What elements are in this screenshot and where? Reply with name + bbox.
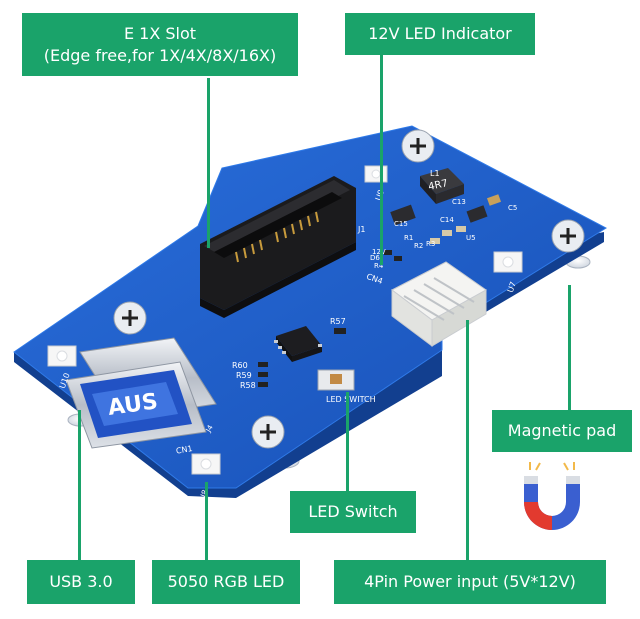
svg-text:U5: U5: [466, 234, 476, 242]
leader-power-input: [466, 320, 469, 562]
svg-text:LED SWITCH: LED SWITCH: [326, 395, 376, 404]
power-connector-4pin: [391, 261, 487, 347]
label-rgb-led: 5050 RGB LED: [152, 560, 300, 604]
pcie-x1-slot: [200, 176, 356, 318]
svg-text:R1: R1: [404, 234, 413, 242]
svg-text:R2: R2: [414, 242, 423, 250]
leader-rgb-led: [205, 482, 208, 562]
leader-magnetic-pad-v: [568, 285, 571, 410]
svg-text:R58: R58: [240, 381, 256, 390]
svg-text:C5: C5: [508, 204, 517, 212]
svg-text:R57: R57: [330, 317, 346, 326]
mounting-screws: [113, 129, 585, 449]
svg-text:12V: 12V: [372, 248, 386, 256]
svg-text:C15: C15: [394, 220, 408, 228]
label-led-switch: LED Switch: [290, 491, 416, 533]
svg-text:C14: C14: [440, 216, 454, 224]
led-switch-button: [317, 369, 355, 391]
svg-text:C13: C13: [452, 198, 466, 206]
magnet-icon: [524, 462, 580, 530]
leader-led-indicator: [380, 55, 383, 265]
usb3-port: AUS: [65, 337, 217, 449]
svg-text:R60: R60: [232, 361, 248, 370]
svg-text:J4: J4: [204, 423, 215, 434]
svg-text:R59: R59: [236, 371, 252, 380]
label-e1x-slot-line1: E 1X Slot: [123, 23, 197, 43]
leader-usb: [78, 410, 81, 562]
ic-chip: [274, 326, 322, 362]
label-e1x-slot-line2: (Edge free,for 1X/4X/8X/16X): [43, 45, 277, 65]
svg-text:CN1: CN1: [175, 444, 193, 456]
label-usb: USB 3.0: [27, 560, 135, 604]
leader-led-switch: [346, 392, 349, 492]
svg-text:L1: L1: [430, 169, 440, 178]
smd-components: [258, 194, 502, 387]
label-e1x-slot: E 1X Slot (Edge free,for 1X/4X/8X/16X): [22, 13, 298, 76]
inductor-text: 4R7: [427, 178, 449, 193]
svg-text:J1: J1: [357, 225, 365, 234]
leader-e1x-slot: [207, 78, 210, 248]
inductor-4r7: 4R7: [420, 168, 464, 204]
svg-text:D6: D6: [370, 254, 380, 262]
label-led-indicator: 12V LED Indicator: [345, 13, 535, 55]
label-magnetic-pad: Magnetic pad: [492, 410, 632, 452]
svg-text:R4: R4: [374, 262, 384, 270]
label-power-input: 4Pin Power input (5V*12V): [334, 560, 606, 604]
svg-text:U7: U7: [506, 280, 518, 293]
svg-text:R3: R3: [426, 240, 435, 248]
